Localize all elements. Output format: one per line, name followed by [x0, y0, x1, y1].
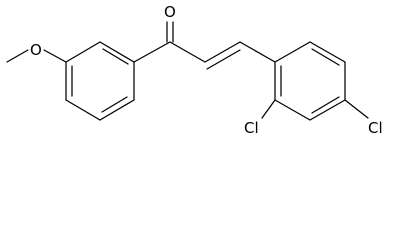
bond-ring2-inner-2 — [311, 96, 340, 114]
bond-ring2-cl-ortho — [261, 99, 276, 119]
bond-ring1-inner-1 — [102, 48, 129, 65]
bond-ring2-b — [309, 41, 346, 63]
bond-ring1-inner-2 — [101, 96, 128, 113]
methoxy-oxygen-label: O — [30, 41, 42, 59]
bond-alpha-beta-1 — [204, 41, 241, 63]
bond-alpha-beta-2 — [206, 49, 241, 70]
bond-ring2-e — [274, 99, 311, 121]
bond-ring2-inner-1 — [311, 48, 340, 66]
molecule-structure: O O Cl Cl — [6, 3, 383, 137]
bond-beta-aryl — [239, 41, 276, 63]
bond-ring1-d — [99, 99, 135, 121]
structure-canvas: O O Cl Cl — [6, 3, 383, 137]
bond-carbonyl-alpha — [169, 41, 206, 63]
bond-ring2-a — [274, 41, 311, 63]
bond-ring1-e — [65, 99, 101, 121]
bond-ring1-b — [99, 41, 135, 63]
bond-o-aryl — [43, 49, 67, 63]
chlorine-ortho-label: Cl — [244, 119, 259, 137]
bond-aryl-carbonyl — [133, 41, 171, 63]
chlorine-para-label: Cl — [368, 119, 383, 137]
bond-methyl-o — [6, 49, 29, 63]
bond-ring2-d — [309, 99, 346, 121]
bond-ring1-a — [65, 41, 101, 63]
carbonyl-oxygen-label: O — [164, 3, 176, 21]
bond-ring2-cl-para — [344, 99, 369, 119]
